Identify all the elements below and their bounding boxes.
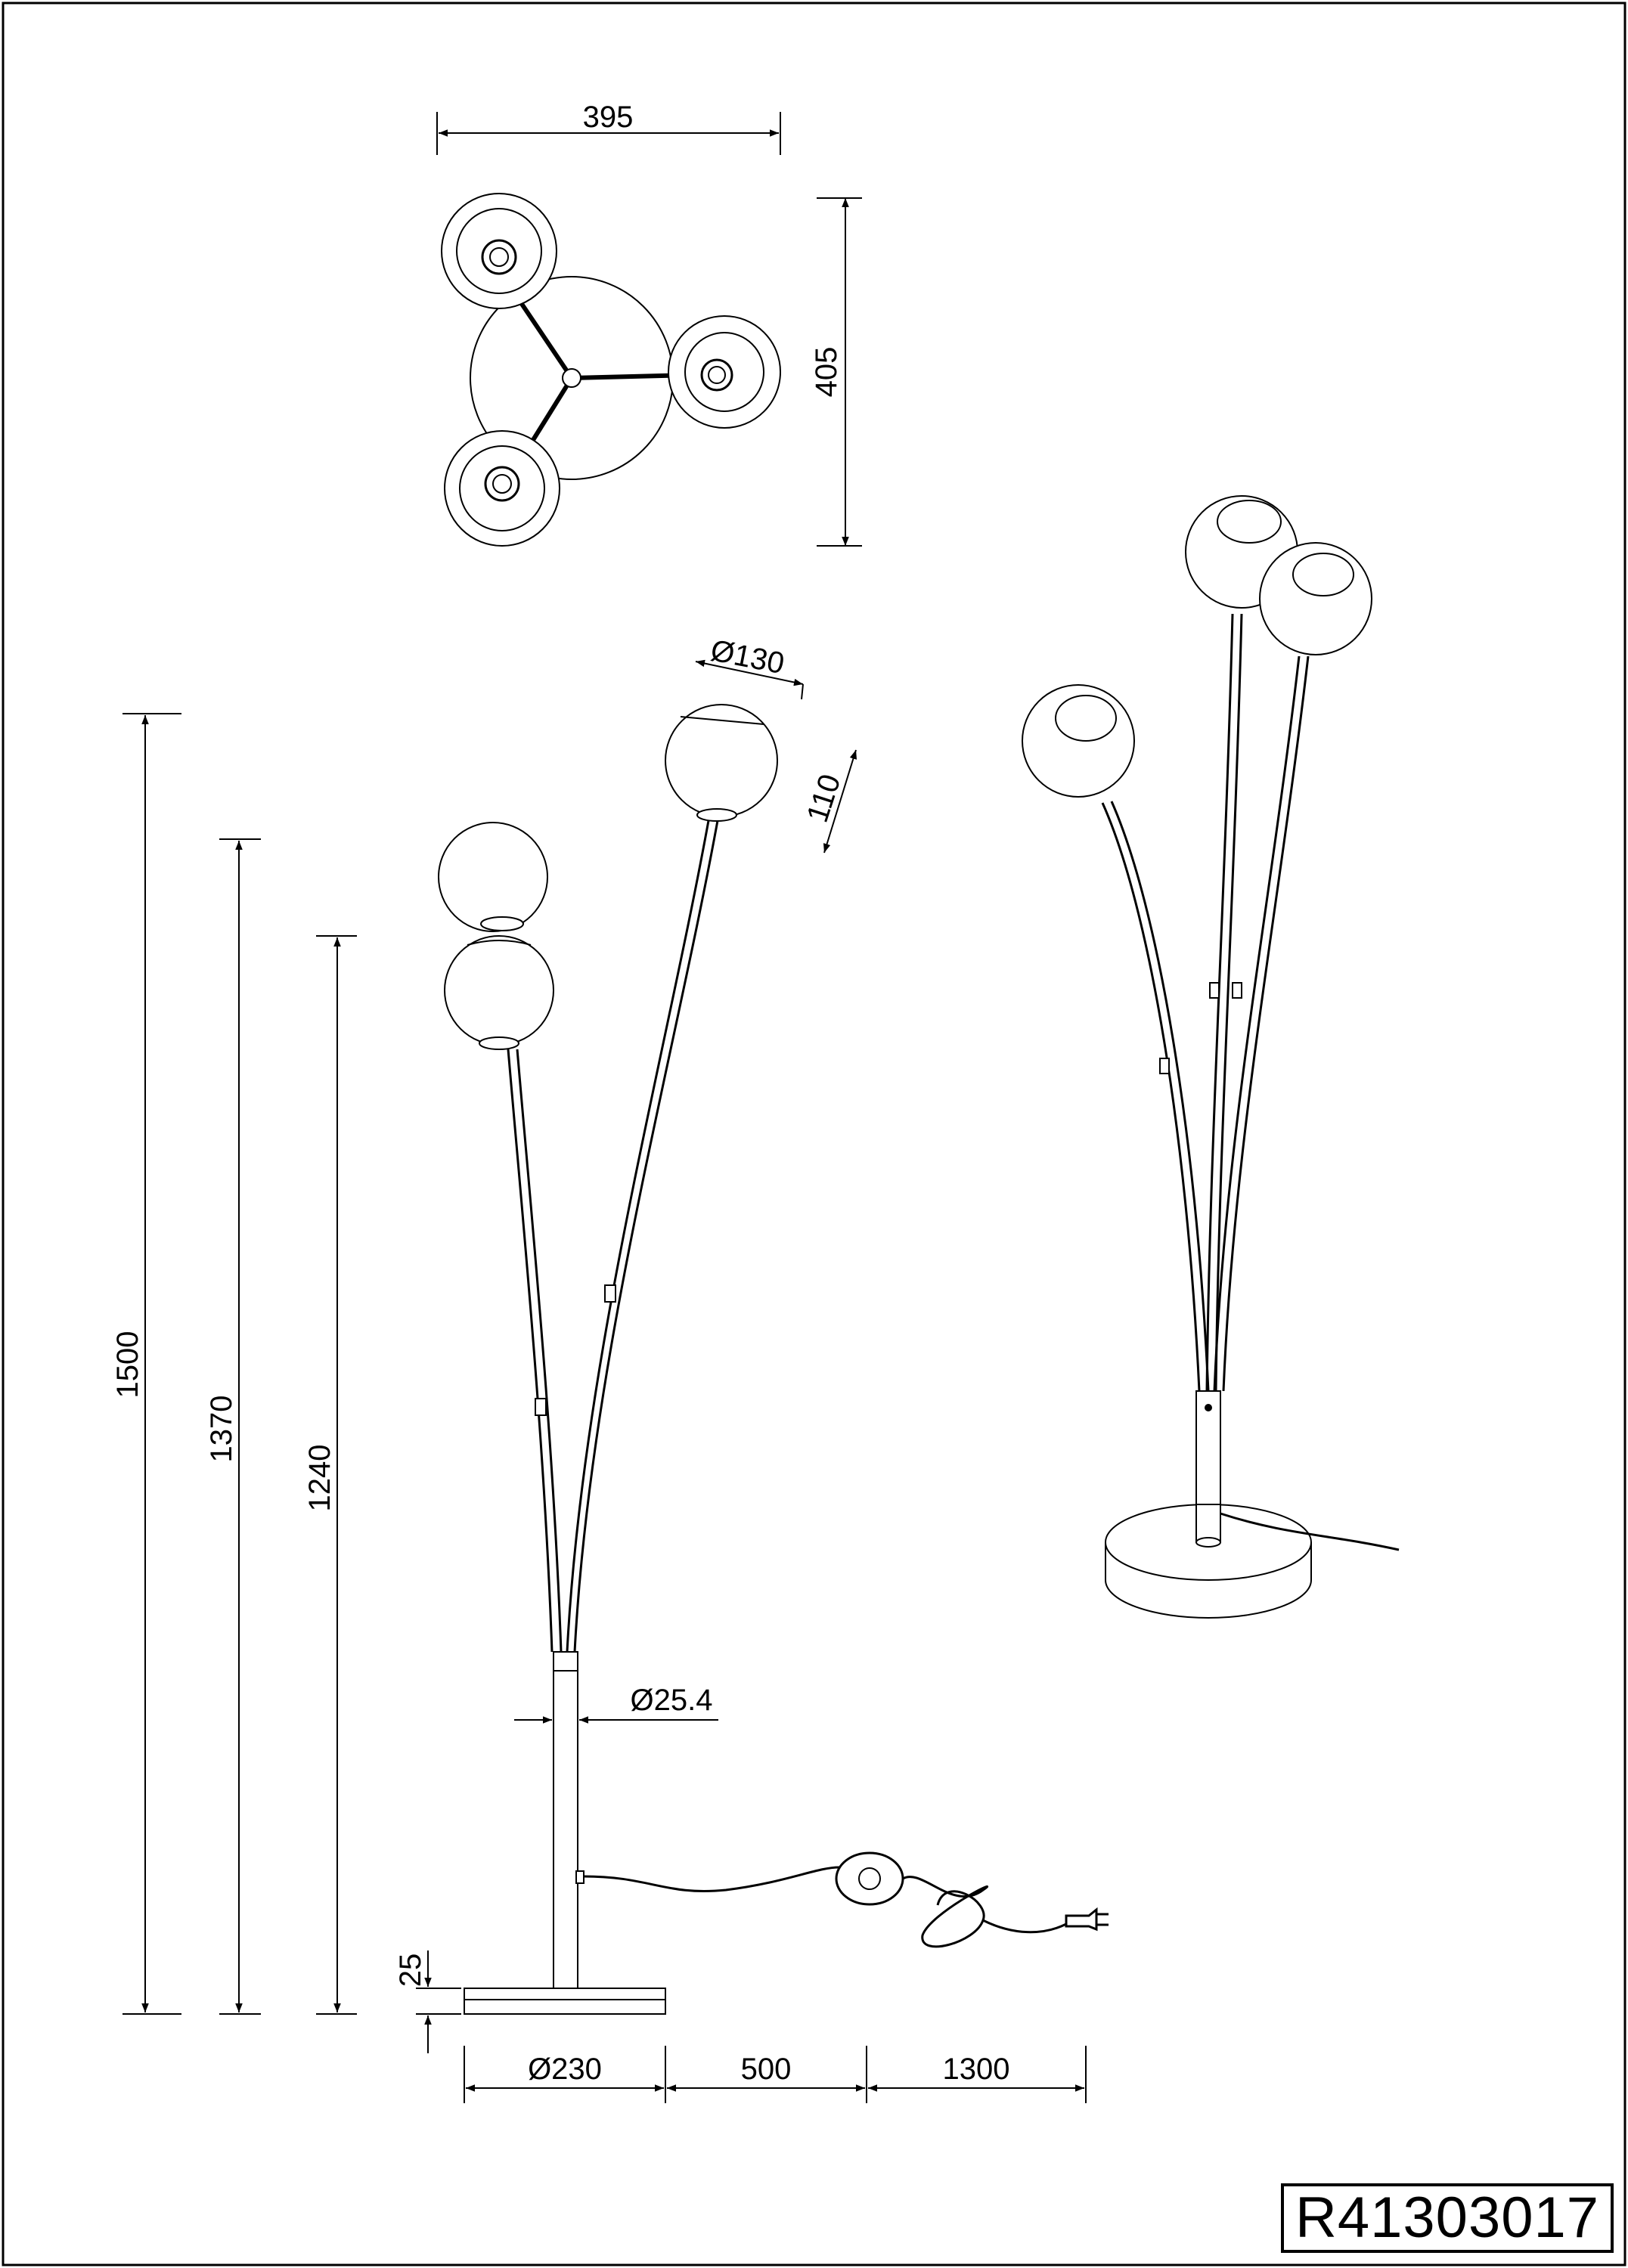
top-depth-label: 405 [810, 347, 843, 398]
side-shade-lower [444, 935, 554, 1046]
height-1500-label: 1500 [111, 1331, 144, 1399]
model-code-box: R41303017 [1281, 2183, 1614, 2253]
cord-1300-label: 1300 [943, 2053, 1010, 2086]
shade-diameter-label: Ø130 [708, 634, 786, 680]
height-1370-label: 1370 [205, 1396, 238, 1463]
base-height-label: 25 [394, 1954, 427, 1988]
power-cord [583, 1866, 840, 1893]
top-width-label: 395 [583, 101, 634, 134]
side-pole [553, 1651, 578, 1989]
cord-500-label: 500 [741, 2053, 792, 2086]
foot-switch [835, 1851, 904, 1906]
plug [1065, 1907, 1098, 1932]
side-base [464, 1988, 666, 2015]
side-view [122, 659, 1109, 2103]
shade-height-line [823, 749, 857, 854]
perspective-view [1022, 495, 1400, 1619]
base-diameter-label: Ø230 [528, 2053, 602, 2086]
shade-diameter-line [695, 659, 804, 686]
shade-height-label: 110 [801, 770, 848, 826]
height-1240-label: 1240 [303, 1445, 336, 1512]
side-shade-right [665, 704, 778, 817]
model-code: R41303017 [1295, 2186, 1600, 2250]
top-view [436, 112, 862, 547]
pole-diameter-label: Ø25.4 [631, 1684, 713, 1717]
side-shade-upper [438, 822, 548, 932]
